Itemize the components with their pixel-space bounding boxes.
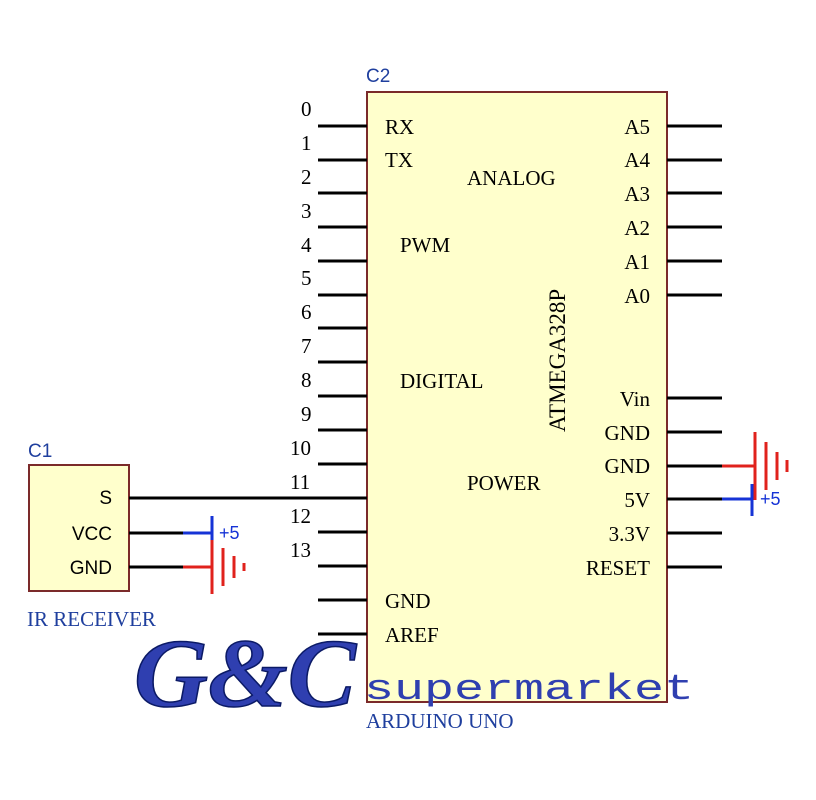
pin-number: 10: [290, 436, 311, 460]
pin-number: 12: [290, 504, 311, 528]
pin-number: 7: [301, 334, 312, 358]
label-rx: RX: [385, 115, 414, 139]
pin-number: 9: [301, 402, 312, 426]
plus5-label-left: +5: [219, 523, 240, 543]
label-reset: RESET: [586, 556, 650, 580]
c2-right-labels: A5 A4 A3 A2 A1 A0 Vin GND GND 5V 3.3V RE…: [586, 115, 651, 580]
c1-ref-label: C1: [28, 441, 52, 462]
label-digital: DIGITAL: [400, 369, 483, 393]
c1-label-gnd: GND: [70, 558, 112, 579]
c2-body: [366, 91, 668, 703]
label-aref: AREF: [385, 623, 439, 647]
c1-body: [28, 464, 130, 592]
c2-pin-numbers: 0 1 2 3 4 5 6 7 8 9 10 11 12 13: [290, 97, 312, 562]
pin-number: 0: [301, 97, 312, 121]
pin-number: 4: [301, 233, 312, 257]
c2-left-pins: [318, 124, 367, 636]
c1-name-label: IR RECEIVER: [27, 607, 156, 631]
pin-number: 6: [301, 300, 312, 324]
logo-brand: G&C: [134, 620, 358, 728]
ground-symbol-left: [183, 540, 246, 594]
board-name-label: ARDUINO UNO: [366, 709, 514, 733]
label-power: POWER: [467, 471, 541, 495]
label-gnd1: GND: [605, 421, 651, 445]
c2-group-labels: ANALOG POWER: [467, 166, 556, 495]
label-tx: TX: [385, 148, 413, 172]
pin-number: 8: [301, 368, 312, 392]
c1-pin-labels: S VCC GND: [70, 488, 112, 579]
pin-number: 3: [301, 199, 312, 223]
pin-number: 5: [301, 266, 312, 290]
c2-right-pins: [667, 124, 722, 569]
label-pwm: PWM: [400, 233, 451, 257]
label-gnd-left: GND: [385, 589, 431, 613]
c1-label-vcc: VCC: [72, 524, 112, 545]
pin-number: 1: [301, 131, 312, 155]
c2-inner-left-labels: RX TX PWM DIGITAL GND AREF: [385, 115, 483, 647]
label-a1: A1: [624, 250, 650, 274]
pin-number: 13: [290, 538, 311, 562]
label-analog: ANALOG: [467, 166, 556, 190]
label-a0: A0: [624, 284, 650, 308]
label-a3: A3: [624, 182, 650, 206]
ground-symbol-right: [722, 432, 789, 500]
pin-number: 11: [290, 470, 310, 494]
label-5v: 5V: [624, 488, 650, 512]
c1-label-s: S: [99, 488, 112, 509]
label-a2: A2: [624, 216, 650, 240]
c2-ref-label: C2: [366, 66, 390, 87]
plus5-label-right: +5: [760, 489, 781, 509]
label-chip: ATMEGA328P: [545, 289, 570, 432]
plus5-symbol-right: +5: [722, 484, 781, 516]
label-a5: A5: [624, 115, 650, 139]
label-gnd2: GND: [605, 454, 651, 478]
label-3v3: 3.3V: [609, 522, 650, 546]
label-vin: Vin: [620, 387, 651, 411]
logo-tagline: supermarket: [364, 669, 694, 710]
pin-number: 2: [301, 165, 312, 189]
label-a4: A4: [624, 148, 650, 172]
